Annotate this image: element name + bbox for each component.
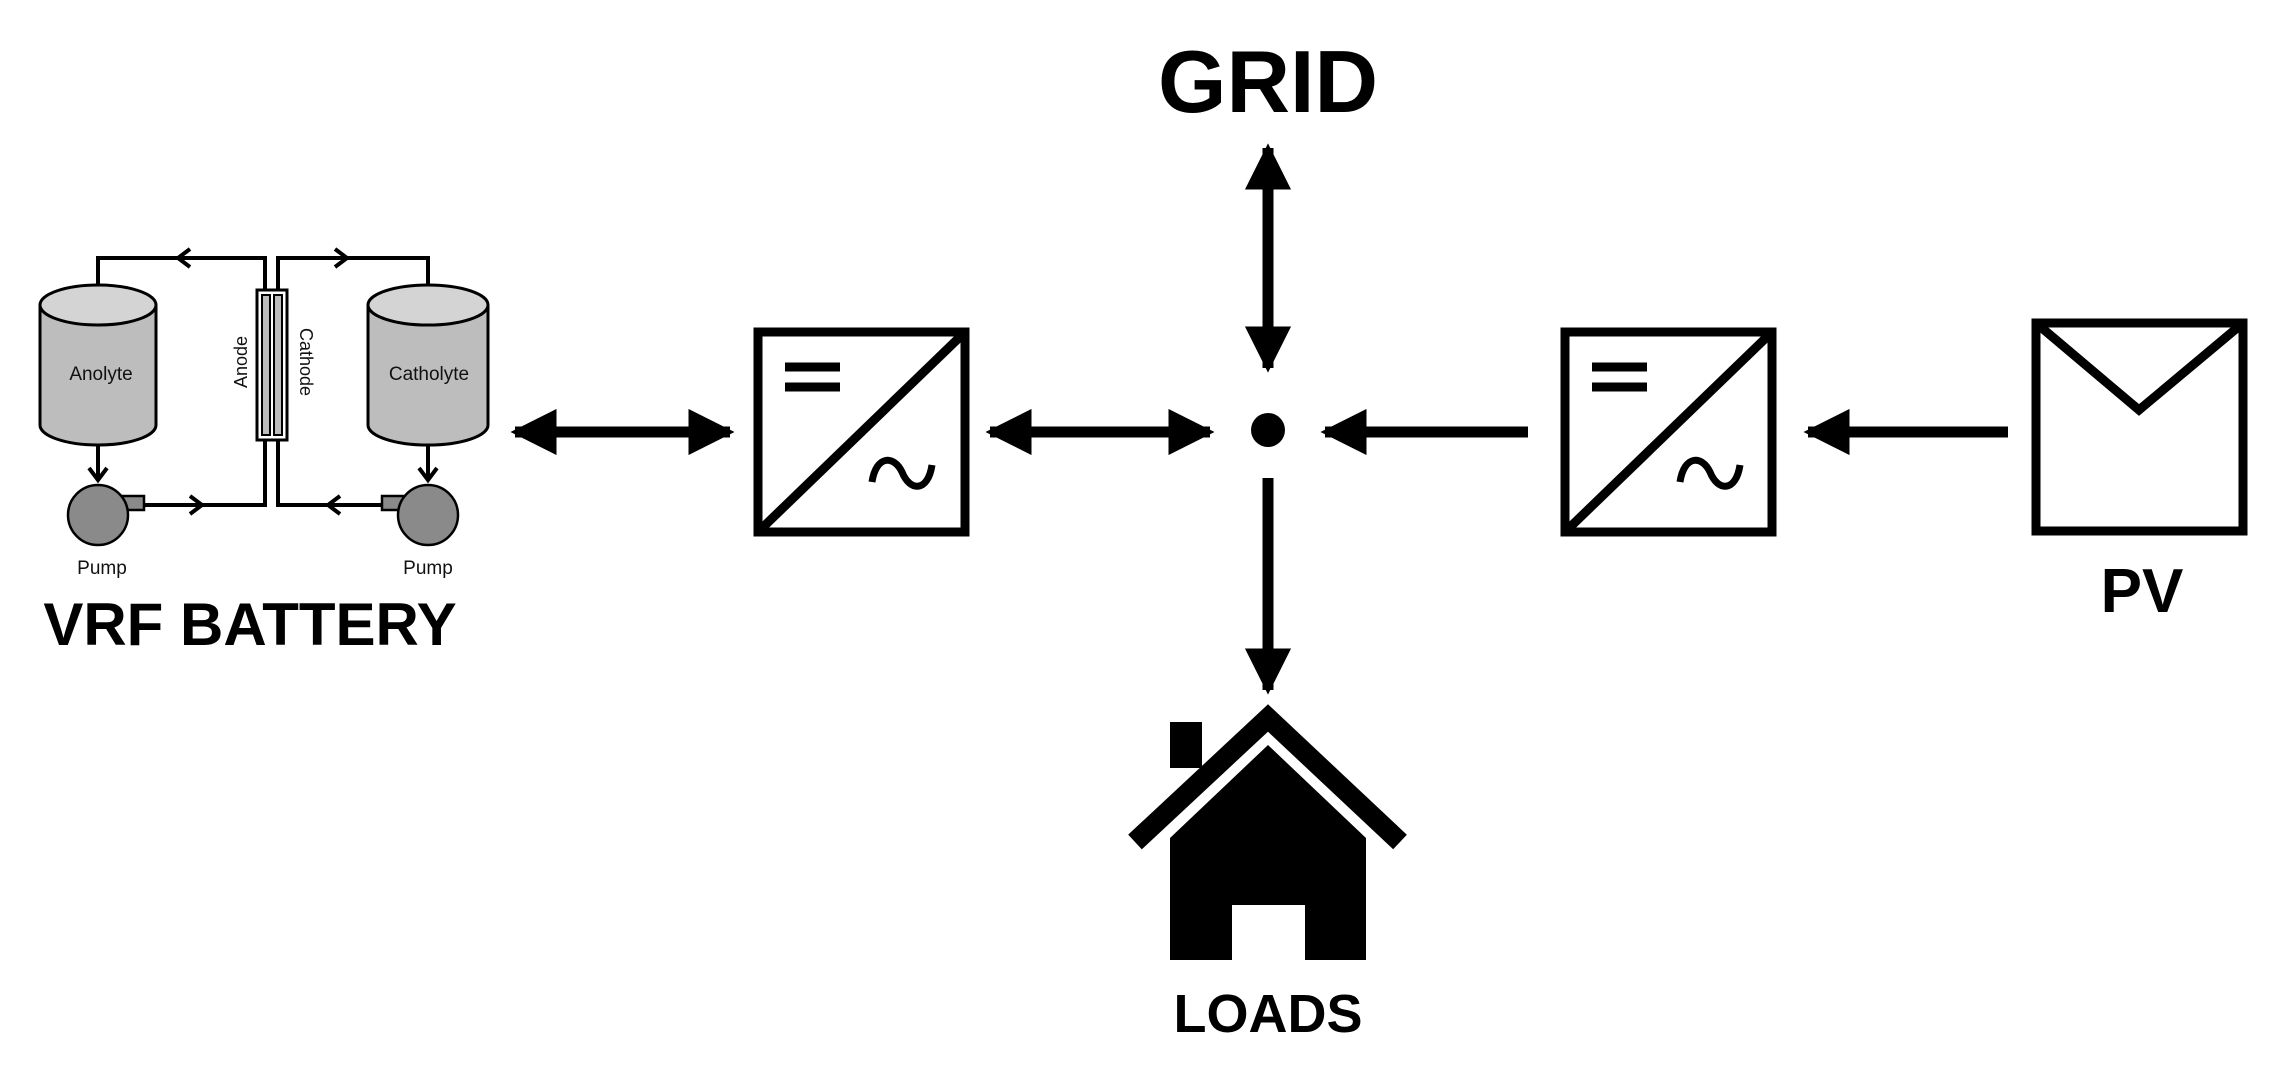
cathode-label: Cathode bbox=[296, 328, 316, 396]
flow-chevrons bbox=[87, 247, 439, 516]
battery-piping bbox=[96, 256, 430, 507]
flow-cell: Anode Cathode bbox=[231, 288, 316, 442]
vrf-battery-schematic: Anolyte Catholyte Anode Cathode Pump Pum… bbox=[38, 247, 490, 658]
vrf-battery-label: VRF BATTERY bbox=[43, 591, 456, 658]
house-icon bbox=[1128, 704, 1407, 960]
pv-inverter bbox=[1560, 327, 1777, 537]
loads-label: LOADS bbox=[1174, 984, 1363, 1044]
grid-label: GRID bbox=[1158, 32, 1378, 131]
pv-label: PV bbox=[2101, 557, 2184, 626]
power-flow-arrows bbox=[510, 143, 2008, 695]
anolyte-tank: Anolyte bbox=[38, 283, 158, 447]
pv-panel-icon bbox=[2031, 318, 2248, 536]
catholyte-label: Catholyte bbox=[389, 364, 469, 385]
pump-left-label: Pump bbox=[77, 558, 127, 579]
ac-symbol bbox=[1676, 456, 1744, 490]
pump-left: Pump bbox=[66, 483, 146, 579]
catholyte-tank: Catholyte bbox=[366, 283, 490, 447]
battery-inverter bbox=[753, 327, 970, 537]
anode-label: Anode bbox=[231, 336, 251, 388]
junction-node bbox=[1251, 413, 1285, 447]
pump-right-label: Pump bbox=[403, 558, 453, 579]
anolyte-label: Anolyte bbox=[69, 364, 132, 385]
ac-symbol bbox=[868, 456, 936, 490]
pump-right: Pump bbox=[380, 483, 460, 579]
